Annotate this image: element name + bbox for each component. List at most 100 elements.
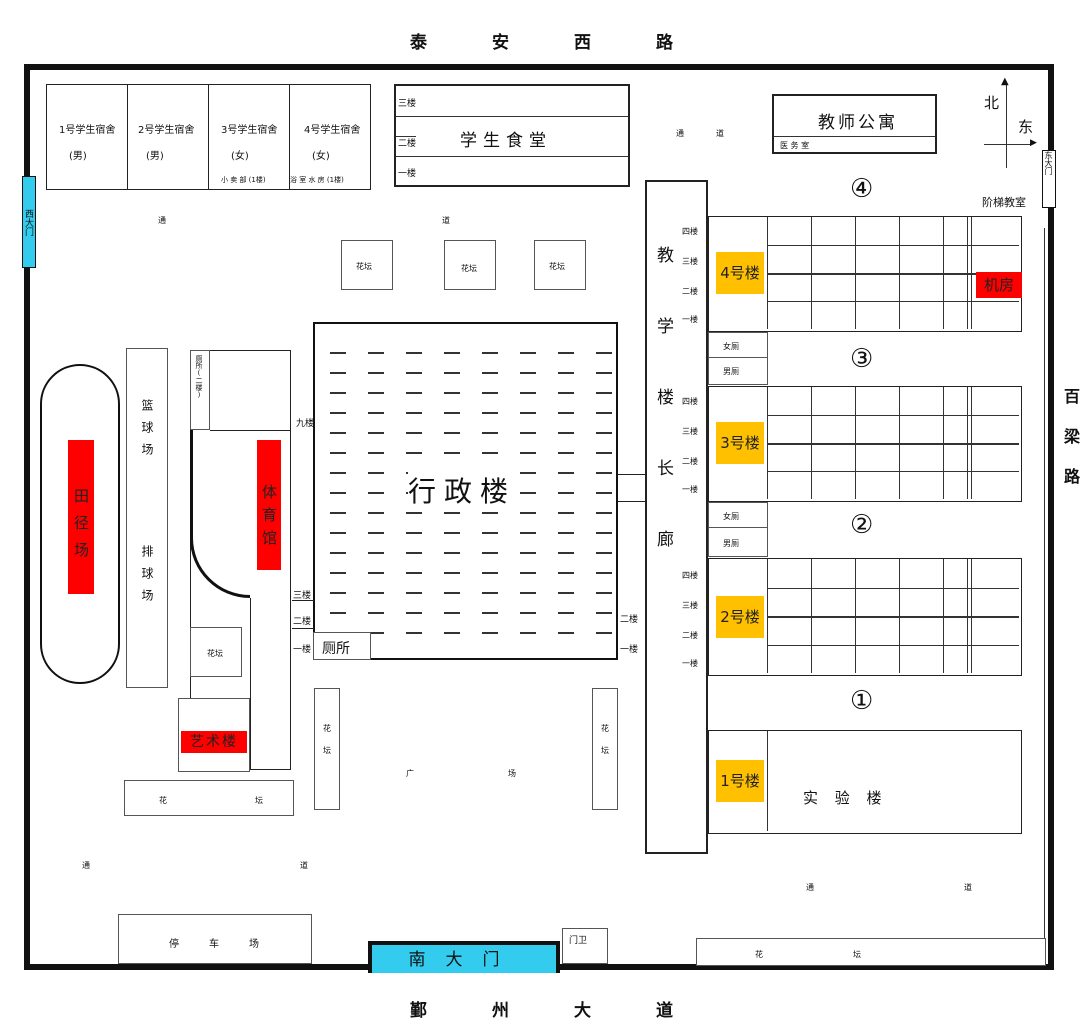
dorm-1[interactable]: 1号学生宿舍 (男): [46, 84, 128, 190]
admin-window: [558, 552, 574, 554]
admin-floor-2: 二楼: [293, 617, 312, 627]
admin-window: [368, 552, 384, 554]
teacher-apartment[interactable]: 教师公寓 医 务 室: [772, 94, 937, 154]
building-2-label: 2号楼: [716, 596, 764, 638]
admin-window: [406, 612, 422, 614]
admin-window: [596, 392, 612, 394]
student-canteen[interactable]: 三楼 二楼 一楼 学生食堂: [394, 84, 630, 187]
admin-window: [558, 612, 574, 614]
apartment-divider: [774, 136, 935, 137]
passage-north-1: 通: [676, 129, 684, 138]
canteen-divider-3: [396, 136, 416, 137]
road-south-char-3: 大: [574, 1001, 592, 1021]
flowerbed-gym: 花坛: [190, 627, 242, 677]
admin-window: [406, 512, 422, 514]
b3-floor-4: 四楼: [682, 397, 698, 406]
computer-room-label[interactable]: 机房: [976, 272, 1022, 298]
admin-right-floor-1: 一楼: [620, 645, 639, 655]
sports-courts[interactable]: 篮球场 排球场: [126, 348, 168, 688]
b2-floor-3: 三楼: [682, 601, 698, 610]
admin-window: [330, 552, 346, 554]
admin-window: [596, 432, 612, 434]
admin-window: [558, 392, 574, 394]
admin-window: [368, 512, 384, 514]
canteen-divider-1: [396, 116, 628, 117]
flowerbed-strip-east: 花 坛: [696, 938, 1046, 966]
admin-window: [558, 532, 574, 534]
canteen-name: 学生食堂: [460, 131, 552, 151]
admin-window: [482, 612, 498, 614]
admin-window: [368, 352, 384, 354]
west-gate[interactable]: 西大门: [22, 176, 36, 268]
toilet-women-1-label: 女厕: [723, 342, 739, 351]
dorm-3-gender: (女): [231, 151, 249, 162]
building-3-marker: ③: [850, 344, 874, 374]
admin-window: [444, 592, 460, 594]
admin-window: [558, 572, 574, 574]
building-1-divider: [767, 731, 768, 831]
teaching-corridor[interactable]: 教学楼长廊: [645, 180, 708, 854]
admin-window: [330, 492, 346, 494]
admin-window: [330, 532, 346, 534]
admin-window: [406, 592, 422, 594]
square-char-1: 广: [406, 769, 414, 778]
admin-window: [444, 412, 460, 414]
admin-window: [406, 552, 422, 554]
gym-toilet-label: 厕所(二楼): [195, 355, 203, 399]
flowerbed-square-east-char-1: 花: [601, 724, 609, 733]
admin-window: [444, 612, 460, 614]
admin-window: [482, 552, 498, 554]
dorm-3[interactable]: 3号学生宿舍 (女) 小 卖 部 (1楼): [208, 84, 290, 190]
dorm-4-name: 4号学生宿舍: [304, 125, 361, 136]
flowerbed-2: 花坛: [444, 240, 496, 290]
admin-window: [482, 572, 498, 574]
toilet-men-1-label: 男厕: [723, 367, 739, 376]
flowerbed-3-label: 花坛: [549, 262, 565, 271]
dorm-4[interactable]: 4号学生宿舍 (女) 浴 室 水 房 (1楼): [289, 84, 371, 190]
building-2-grid: [767, 559, 1019, 673]
parking-char-1: 停: [169, 939, 179, 950]
admin-window: [444, 532, 460, 534]
dorm-2[interactable]: 2号学生宿舍 (男): [127, 84, 209, 190]
building-4-grid-row-1: [767, 273, 1019, 275]
b4-floor-3: 三楼: [682, 257, 698, 266]
building-1-marker: ①: [850, 686, 874, 716]
admin-window: [596, 592, 612, 594]
east-inner-line: [1044, 228, 1045, 938]
dorm-4-gender: (女): [312, 151, 330, 162]
passage-south-east-2: 道: [964, 883, 972, 892]
basketball-court-label: 篮球场: [140, 399, 154, 465]
toilet-women-1: 女厕: [708, 332, 768, 358]
canteen-divider-2: [396, 156, 628, 157]
gymnasium-label[interactable]: 体育馆: [257, 440, 281, 570]
admin-window: [596, 512, 612, 514]
admin-window: [330, 572, 346, 574]
gym-toilet: 厕所(二楼): [190, 350, 210, 430]
building-3-grid-row-2: [767, 471, 1019, 472]
admin-window: [368, 432, 384, 434]
admin-window: [596, 412, 612, 414]
admin-window: [330, 472, 346, 474]
passage-south-west-2: 道: [300, 861, 308, 870]
flowerbed-1: 花坛: [341, 240, 393, 290]
admin-window: [444, 372, 460, 374]
admin-dash-rows: [330, 340, 612, 640]
passage-south-east-1: 通: [806, 883, 814, 892]
parking-char-3: 场: [249, 939, 259, 950]
east-gate[interactable]: 东大门: [1042, 150, 1056, 208]
admin-window: [330, 512, 346, 514]
compass-north: 北: [984, 94, 1000, 112]
admin-window: [520, 472, 536, 474]
admin-window: [482, 432, 498, 434]
b4-floor-2: 二楼: [682, 287, 698, 296]
parking-lot[interactable]: 停 车 场: [118, 914, 312, 964]
track-field[interactable]: [40, 364, 120, 684]
admin-window: [558, 492, 574, 494]
building-2-grid-row-1: [767, 616, 1019, 618]
admin-window: [596, 352, 612, 354]
admin-window: [482, 352, 498, 354]
south-gate[interactable]: 南大门: [368, 941, 560, 973]
art-building[interactable]: 艺术楼: [178, 698, 250, 772]
admin-window: [444, 352, 460, 354]
admin-window: [596, 532, 612, 534]
